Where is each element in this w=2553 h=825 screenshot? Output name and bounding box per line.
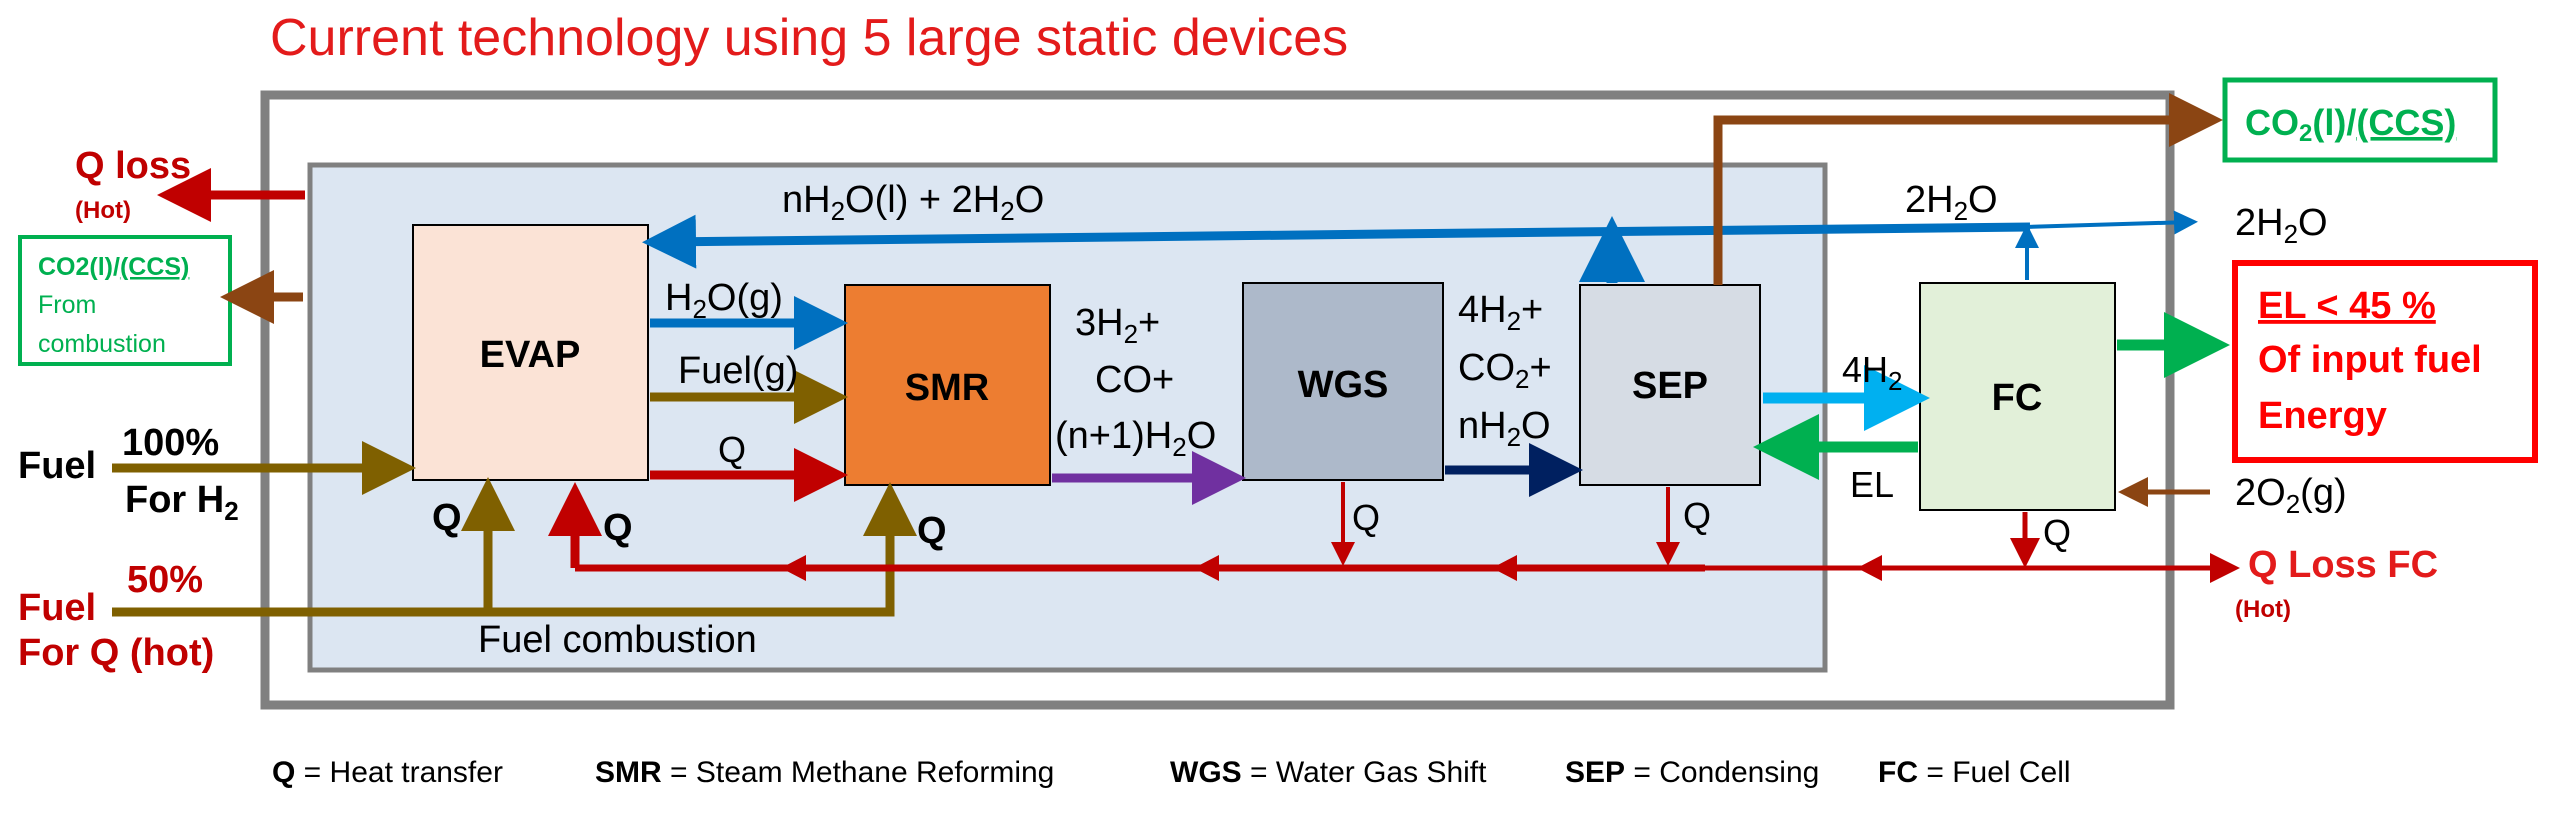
- wgs-out-line3: nH2O: [1458, 405, 1551, 452]
- fc-block: FC: [1919, 282, 2116, 511]
- wgs-out-line2: CO2+: [1458, 347, 1552, 394]
- el-out-line3: Energy: [2258, 395, 2387, 437]
- el-back-label: EL: [1850, 464, 1894, 505]
- q-loss-hot-label: (Hot): [75, 197, 131, 224]
- wgs-out-line1: 4H2+: [1458, 289, 1543, 336]
- co2-combustion-label: CO2(l)/(CCS): [38, 253, 189, 281]
- q-wgs-label: Q: [1352, 497, 1380, 538]
- q-loss-fc-hot-label: (Hot): [2235, 596, 2291, 623]
- q-fc-label: Q: [2043, 512, 2071, 553]
- co2-from-label: From: [38, 291, 96, 319]
- sep-block: SEP: [1579, 284, 1761, 486]
- outer-frame: [260, 90, 2175, 710]
- heat-return-arrowhead-1: [781, 555, 806, 581]
- evap-label: EVAP: [480, 334, 581, 376]
- sep-label: SEP: [1632, 365, 1708, 407]
- co2-combustion-word: combustion: [38, 330, 166, 358]
- fuel-h2-word: Fuel: [18, 445, 96, 487]
- fuel-h2-percent: 100%: [122, 422, 219, 464]
- co2-ccs-box: [2222, 77, 2498, 163]
- legend-item-smr: SMR = Steam Methane Reforming: [595, 756, 1054, 789]
- heat-return-arrowhead-4: [1857, 555, 1882, 581]
- smr-out-line2: CO+: [1095, 359, 1174, 401]
- co2-sep-out-line: [1713, 93, 2223, 285]
- el-out-line2: Of input fuel: [2258, 339, 2482, 381]
- legend: Q = Heat transfer SMR = Steam Methane Re…: [272, 756, 2071, 789]
- co2-combustion-box: [18, 235, 232, 366]
- q-loss-label: Q loss: [75, 145, 191, 187]
- q-sep-label: Q: [1683, 495, 1711, 536]
- evap-block: EVAP: [412, 224, 649, 481]
- fc-water-label: 2H2O: [1905, 179, 1998, 226]
- heat-return-arrowhead-2: [1194, 555, 1219, 581]
- fuel-q-word: Fuel: [18, 587, 96, 629]
- water-out-arrow: [2024, 210, 2198, 235]
- fuel-h2-for: For H2: [125, 479, 239, 526]
- h2o-g-label: H2O(g): [665, 277, 783, 324]
- q-evap-left: Q: [432, 497, 462, 539]
- wgs-block: WGS: [1242, 282, 1444, 481]
- diagram-title: Current technology using 5 large static …: [270, 9, 1348, 67]
- wgs-label: WGS: [1298, 364, 1389, 406]
- legend-item-q: Q = Heat transfer: [272, 756, 503, 789]
- co2-ccs-label: CO2(l)/(CCS): [2245, 102, 2456, 147]
- q-evap-smr-label: Q: [718, 429, 746, 470]
- fc-label: FC: [1992, 377, 2043, 419]
- water-out-label: 2H2O: [2235, 202, 2328, 249]
- legend-item-fc: FC = Fuel Cell: [1878, 756, 2071, 789]
- fuel-g-label: Fuel(g): [678, 350, 798, 392]
- fuel-q-percent: 50%: [127, 559, 203, 601]
- legend-item-wgs: WGS = Water Gas Shift: [1170, 756, 1487, 789]
- el-out-box: [2232, 260, 2538, 463]
- q-evap-right: Q: [603, 507, 633, 549]
- q-smr-label: Q: [917, 510, 947, 552]
- heat-return-arrowhead-3: [1492, 555, 1517, 581]
- smr-block: SMR: [844, 284, 1051, 486]
- el-out-line1: EL < 45 %: [2258, 285, 2436, 327]
- h2-to-fc-label: 4H2: [1842, 349, 1903, 396]
- q-loss-fc-label: Q Loss FC: [2248, 544, 2438, 586]
- fuel-q-for: For Q (hot): [18, 632, 214, 674]
- legend-item-sep: SEP = Condensing: [1565, 756, 1819, 789]
- smr-label: SMR: [905, 367, 989, 409]
- smr-out-line3: (n+1)H2O: [1055, 415, 1216, 462]
- water-return-arrow: [642, 214, 2031, 269]
- o2-in-label: 2O2(g): [2235, 472, 2347, 519]
- smr-out-line1: 3H2+: [1075, 302, 1160, 349]
- water-return-label: nH2O(l) + 2H2O: [782, 179, 1044, 226]
- fuel-combustion-label: Fuel combustion: [478, 619, 757, 661]
